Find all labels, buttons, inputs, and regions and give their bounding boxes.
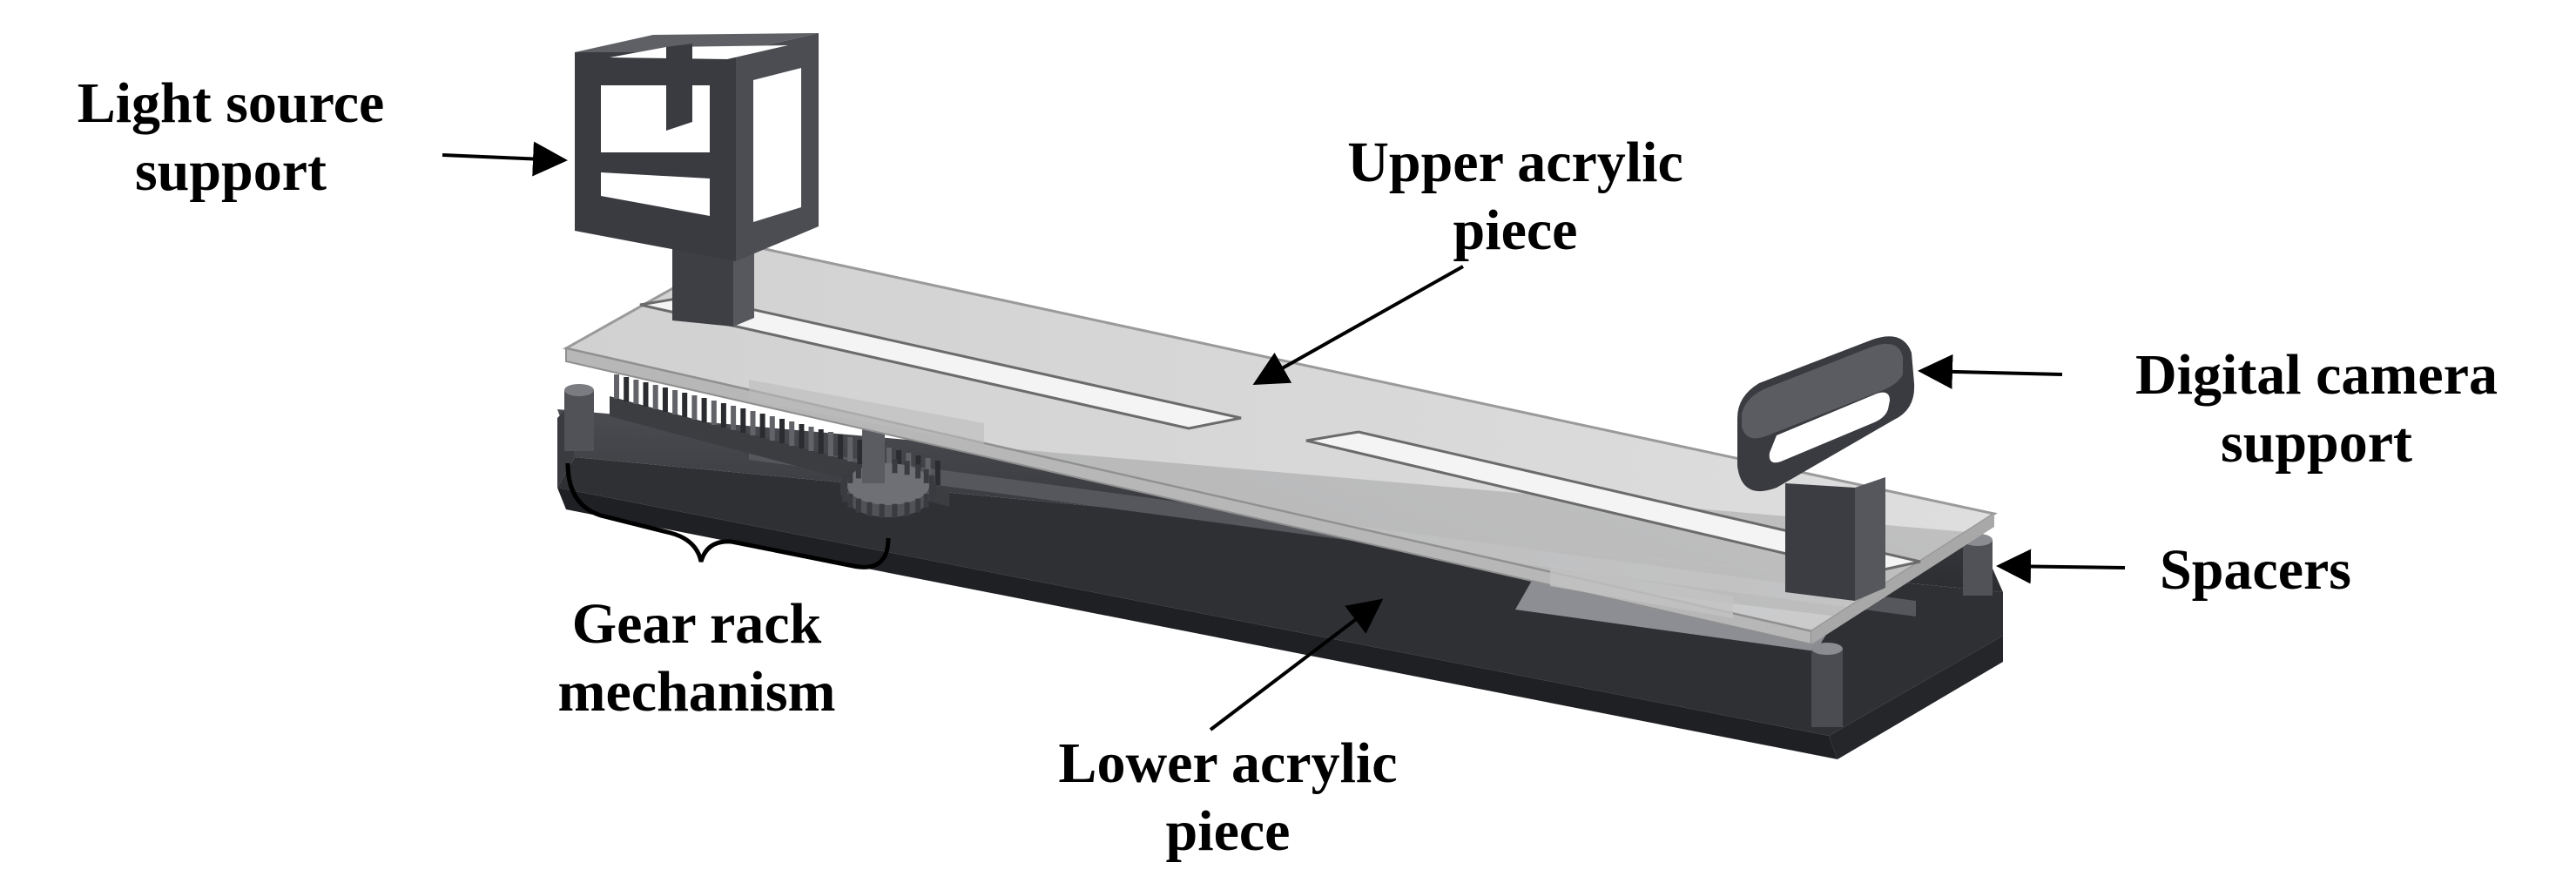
label-line: support (134, 139, 327, 203)
rack-tooth (711, 401, 717, 425)
arrow-light-source (442, 141, 568, 177)
label-upper-acrylic-piece: Upper acrylic piece (1254, 129, 1777, 265)
arrow-lower-acrylic (1209, 598, 1384, 731)
spacers (564, 384, 1993, 727)
light-source-support (575, 33, 819, 327)
label-line: piece (1453, 199, 1578, 262)
rack-tooth (740, 408, 746, 433)
rack-tooth (838, 435, 844, 459)
gear-tooth (904, 461, 910, 475)
arrow-camera-support (1918, 354, 2063, 389)
gear-tooth (928, 488, 934, 502)
rack-tooth (643, 382, 649, 407)
rack-tooth (857, 440, 863, 464)
rack-tooth (701, 398, 707, 422)
rack-tooth (624, 377, 630, 401)
rack-tooth (896, 450, 902, 475)
rack-tooth (769, 416, 775, 441)
gear-tooth (867, 502, 873, 516)
label-light-source-support: Light source support (26, 70, 435, 206)
rack-tooth (652, 385, 658, 409)
gear-tooth (928, 475, 934, 489)
rack-tooth (827, 432, 833, 456)
rack-tooth (614, 374, 619, 399)
rack-tooth (799, 424, 805, 448)
arrow-spacers (1996, 549, 2126, 584)
rack-tooth (808, 427, 814, 451)
label-line: mechanism (557, 660, 836, 724)
gear-tooth (904, 502, 910, 516)
gear-rack-bracket (565, 462, 891, 569)
rack-tooth (750, 411, 756, 435)
label-line: Light source (77, 71, 385, 135)
rack-tooth (934, 461, 941, 485)
rack-tooth (672, 390, 678, 414)
spacer-front-left (564, 384, 594, 451)
rack-tooth (789, 421, 795, 446)
gear-tooth (923, 468, 929, 483)
label-line: piece (1165, 799, 1291, 863)
label-gear-rack-mechanism: Gear rack mechanism (496, 590, 897, 726)
rack-tooth (682, 393, 688, 417)
rack-tooth (847, 437, 853, 462)
label-digital-camera-support: Digital camera support (2073, 341, 2560, 477)
label-lower-acrylic-piece: Lower acrylic piece (984, 730, 1472, 866)
rack-tooth (662, 387, 668, 412)
spacer-back-right (1963, 534, 1993, 596)
pinion-gear (840, 417, 936, 518)
gear-tooth (855, 464, 861, 479)
spacer-front-right (1811, 643, 1843, 727)
gear-tooth (892, 459, 898, 474)
arrow-upper-acrylic (1252, 265, 1464, 385)
label-line: Spacers (2160, 538, 2351, 602)
gear-tooth (923, 494, 929, 509)
gear-tooth (879, 503, 885, 518)
gear-tooth (855, 498, 861, 513)
label-line: Digital camera (2134, 343, 2498, 407)
rack-tooth (691, 395, 698, 420)
gear-tooth (847, 468, 853, 483)
label-line: Upper acrylic (1347, 131, 1683, 194)
label-line: Lower acrylic (1058, 731, 1398, 795)
gear-tooth (842, 475, 848, 489)
label-line: support (2220, 411, 2413, 475)
rack-tooth (759, 414, 765, 438)
leader-arrows (442, 141, 2126, 731)
upper-acrylic-piece (562, 244, 1998, 646)
rack-tooth (720, 403, 726, 428)
rack-tooth (886, 448, 892, 472)
rack-tooth (818, 429, 824, 454)
gear-tooth (892, 503, 898, 518)
rack-tooth (633, 380, 639, 404)
gear-tooth (915, 498, 921, 513)
digital-camera-support (1737, 336, 1915, 601)
gear-tooth (915, 464, 921, 479)
label-spacers: Spacers (2125, 536, 2386, 604)
label-line: Gear rack (571, 592, 822, 656)
rack-tooth (731, 406, 737, 430)
gear-tooth (847, 494, 853, 509)
rack-tooth (779, 419, 785, 443)
